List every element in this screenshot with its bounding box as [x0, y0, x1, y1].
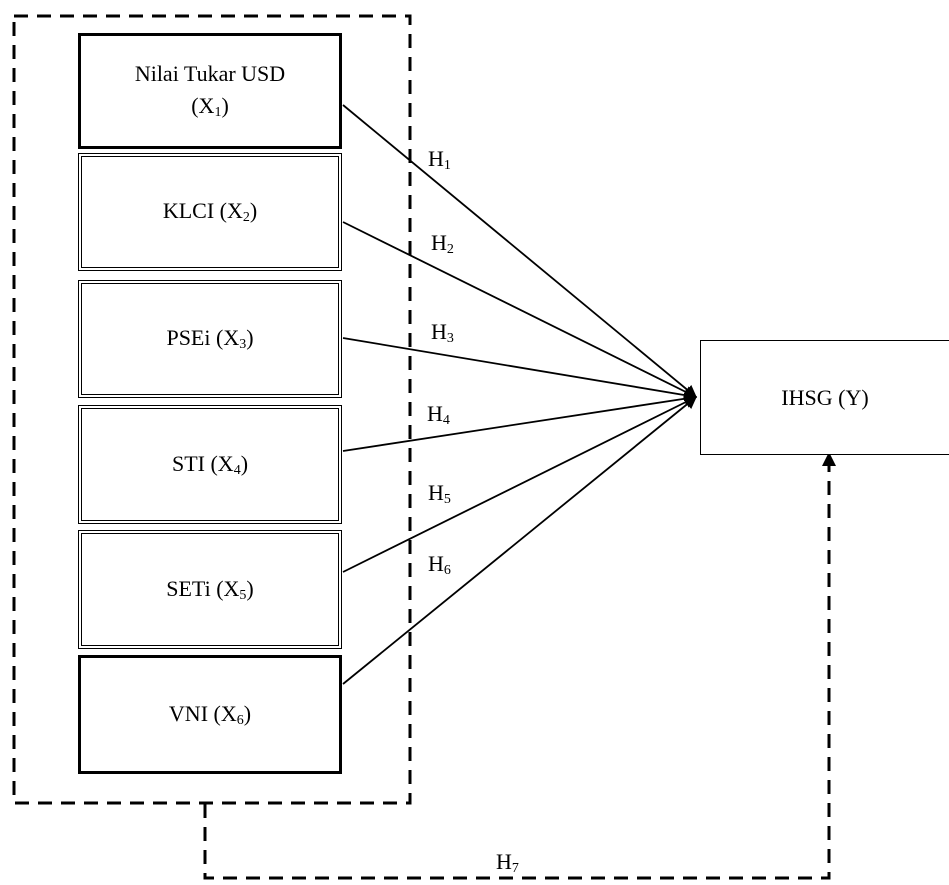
h7-arrowhead [822, 452, 836, 466]
h2-arrow [342, 221, 698, 398]
variable-box-x5: SETi (X5) [78, 530, 342, 649]
group-frame-dashed [12, 14, 412, 805]
h7-dashed-path [203, 460, 831, 880]
dependent-variable-box: IHSG (Y) [700, 340, 949, 455]
h5-arrow [342, 396, 698, 573]
hypothesis-label-h1: H1 [428, 146, 451, 173]
variable-box-x2: KLCI (X2) [78, 153, 342, 271]
dependent-variable-label: IHSG (Y) [781, 384, 869, 410]
hypothesis-label-h3: H3 [431, 319, 454, 346]
variable-box-x1: Nilai Tukar USD (X1) [78, 33, 342, 149]
h3-arrow [342, 337, 698, 402]
hypothesis-label-h5: H5 [428, 480, 451, 507]
variable-box-x3: PSEi (X3) [78, 280, 342, 398]
variable-label-x4: STI (X4) [171, 450, 249, 478]
hypothesis-label-h2: H2 [431, 230, 454, 257]
h6-arrow [342, 396, 697, 685]
h1-arrow [342, 104, 697, 398]
variable-label-x3: PSEi (X3) [166, 325, 254, 353]
variable-name-x1: Nilai Tukar USD [134, 61, 286, 87]
hypothesis-label-h7: H7 [496, 849, 519, 876]
variable-box-x6: VNI (X6) [78, 655, 342, 774]
variable-label-x5: SETi (X5) [166, 575, 254, 603]
variable-label-x6: VNI (X6) [168, 700, 252, 728]
h4-arrow [342, 392, 698, 452]
variable-label-x2: KLCI (X2) [162, 198, 258, 226]
variable-box-x4: STI (X4) [78, 405, 342, 524]
hypothesis-label-h4: H4 [427, 401, 450, 428]
variable-symbol-x1: (X1) [191, 93, 229, 121]
hypothesis-label-h6: H6 [428, 551, 451, 578]
